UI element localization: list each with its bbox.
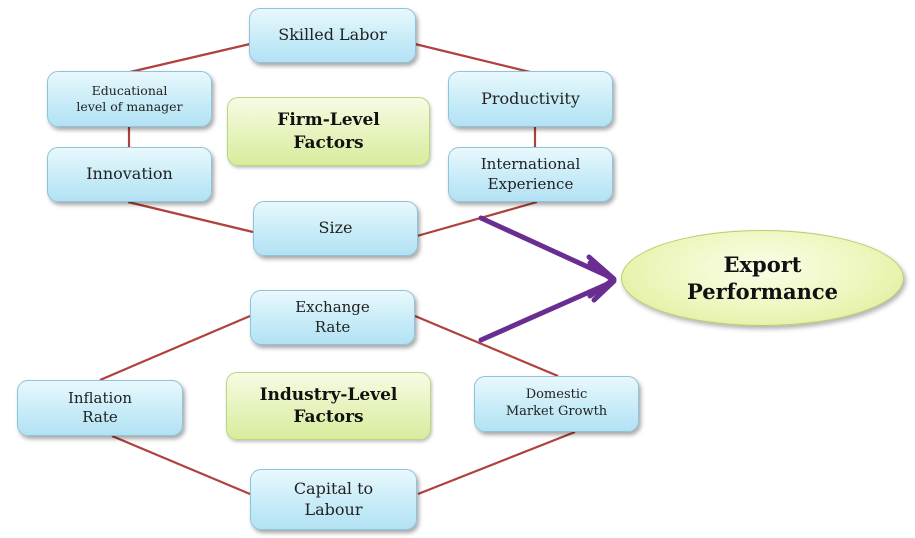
node-productivity: Productivity — [448, 71, 613, 127]
arrowhead-industry — [587, 260, 617, 303]
node-innovation: Innovation — [47, 147, 212, 202]
arrow-industry-to-export — [478, 279, 615, 343]
node-skilled-labor: Skilled Labor — [249, 8, 416, 63]
group-firm-level-factors: Firm-Level Factors — [227, 97, 430, 166]
link-exchange-domestic — [414, 314, 559, 378]
node-domestic-market-growth: Domestic Market Growth — [474, 376, 639, 432]
node-international-experience: International Experience — [448, 147, 613, 202]
node-size: Size — [253, 201, 418, 256]
link-exchange-inflation — [99, 314, 251, 382]
group-industry-level-factors: Industry-Level Factors — [226, 372, 431, 440]
outcome-export-performance: Export Performance — [621, 230, 904, 326]
node-educational-level: Educational level of manager — [47, 71, 212, 127]
link-skilled-educational — [129, 42, 251, 74]
arrow-firm-to-export — [478, 215, 615, 281]
link-innovation-size — [127, 200, 254, 234]
node-inflation-rate: Inflation Rate — [17, 380, 183, 436]
link-inflation-capital — [111, 434, 251, 496]
link-international-size — [416, 200, 538, 238]
node-capital-to-labour: Capital to Labour — [250, 469, 417, 530]
link-domestic-capital — [417, 430, 576, 496]
node-exchange-rate: Exchange Rate — [250, 290, 415, 345]
link-skilled-productivity — [414, 42, 531, 74]
